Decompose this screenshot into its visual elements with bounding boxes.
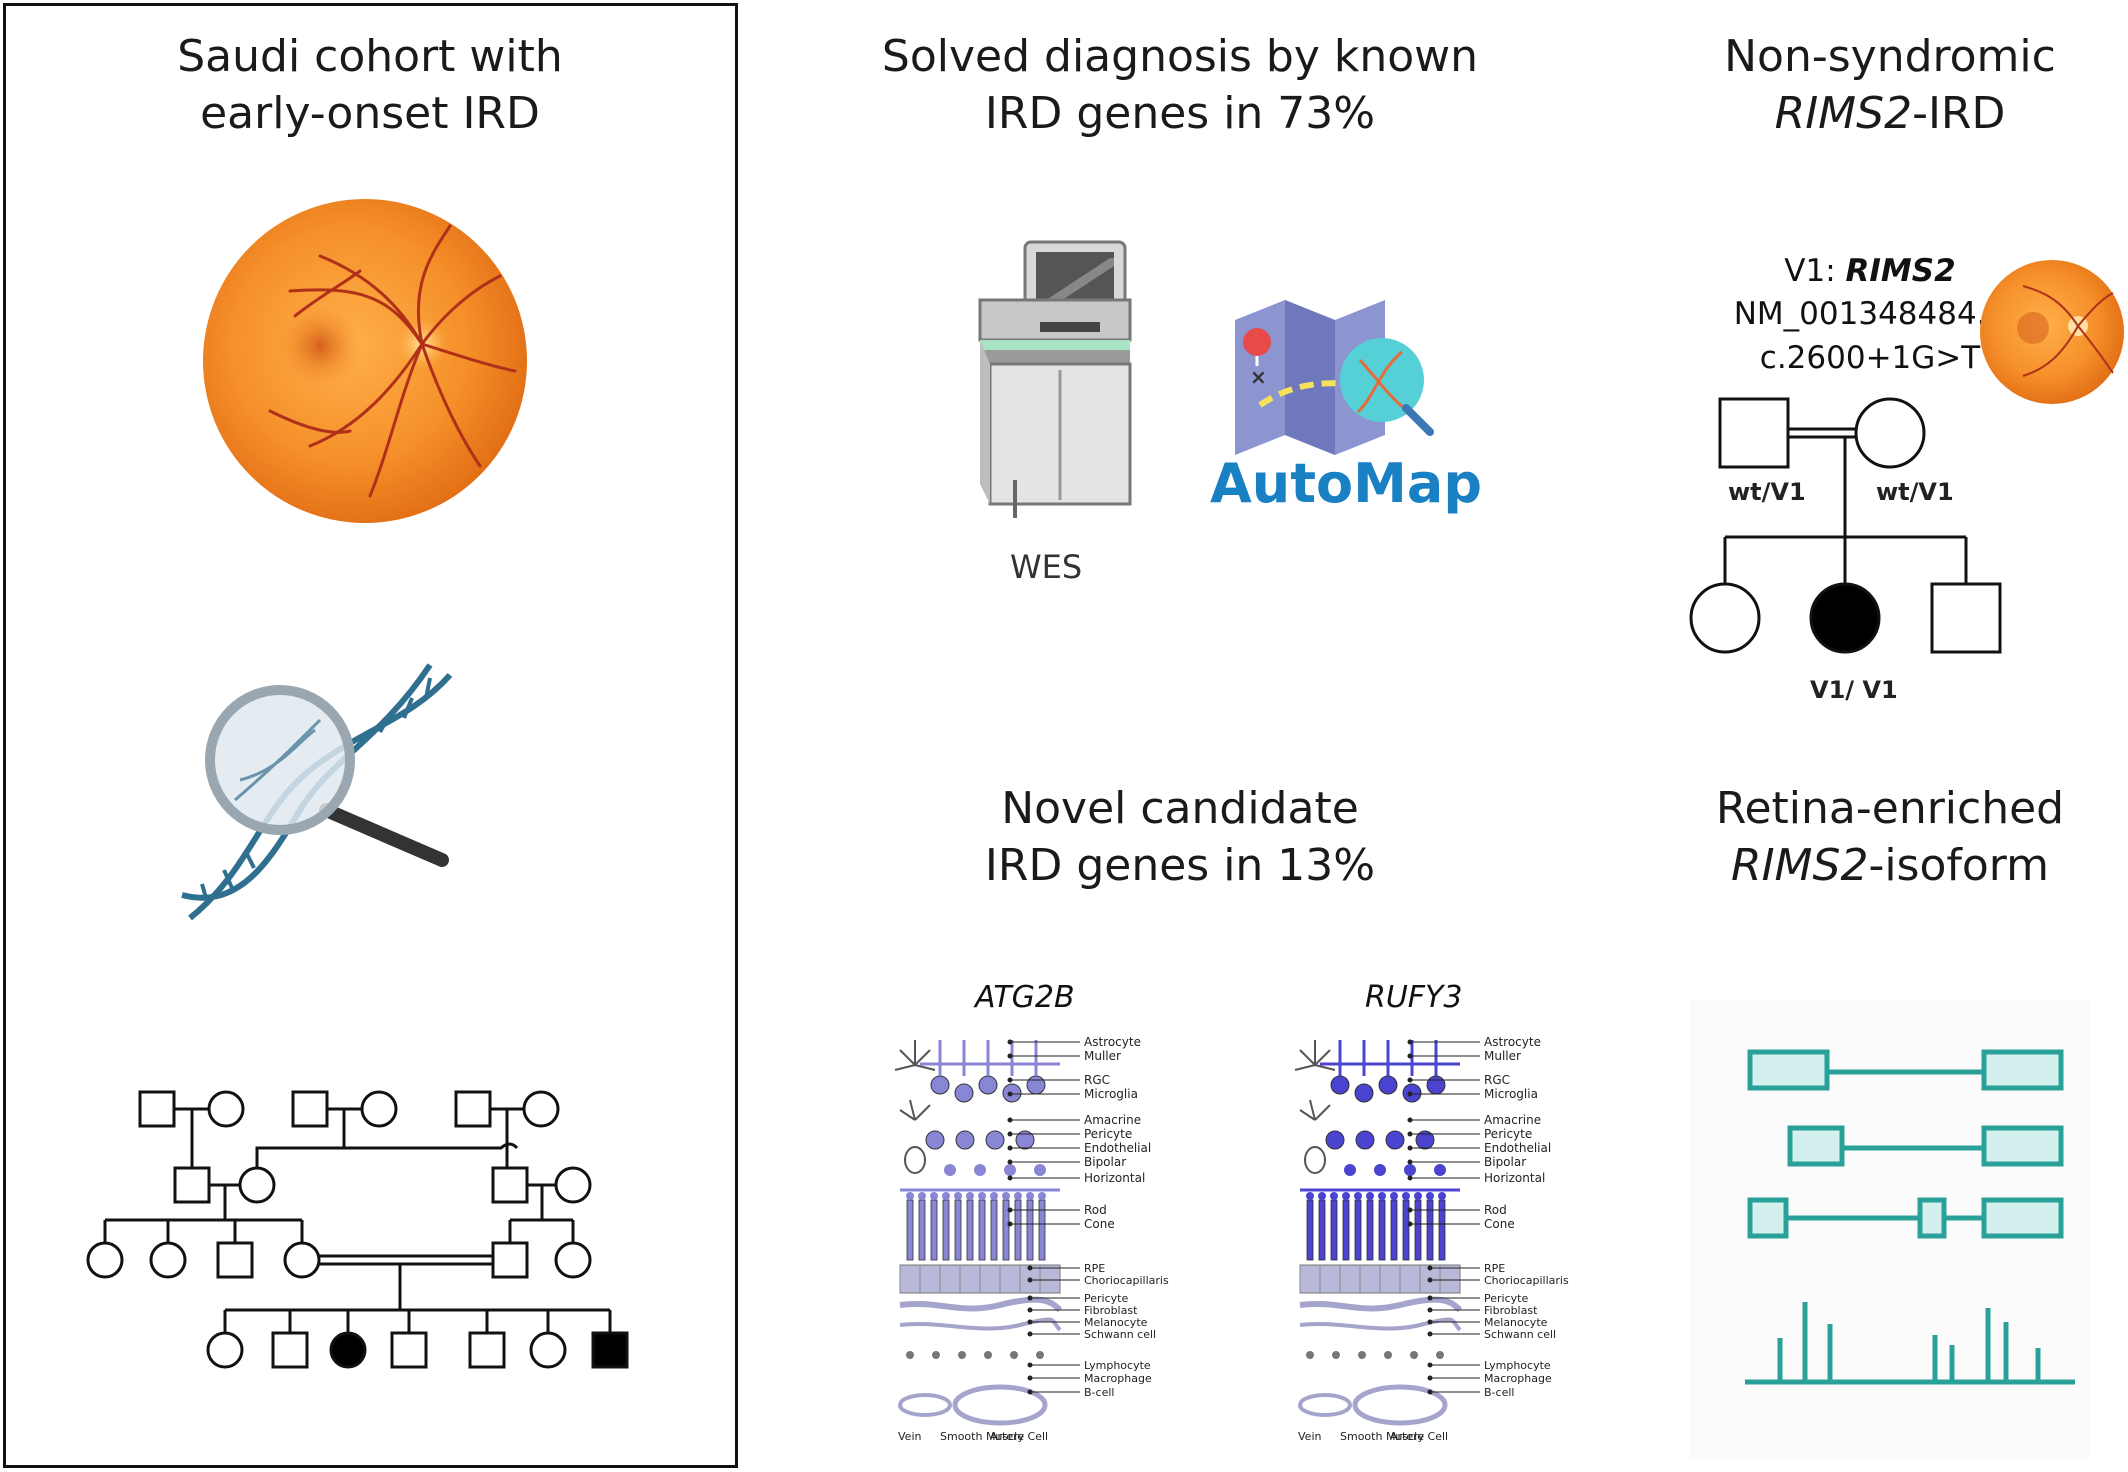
cell-type-label: Endothelial	[1084, 1141, 1151, 1155]
cell-type-label: Lymphocyte	[1484, 1359, 1551, 1372]
rims2-title: Non-syndromic RIMS2-IRD	[1680, 28, 2100, 142]
cell-type-label: Endothelial	[1484, 1141, 1551, 1155]
vessel-label: Artery	[1390, 1430, 1425, 1443]
novel-genes-title: Novel candidate IRD genes in 13%	[850, 780, 1510, 894]
automap-label: AutoMap	[1210, 452, 1482, 515]
cell-type-label: RPE	[1084, 1262, 1105, 1275]
known-genes-title: Solved diagnosis by known IRD genes in 7…	[810, 28, 1550, 142]
cohort-title-line1: Saudi cohort with	[177, 31, 563, 82]
cell-type-label: B-cell	[1084, 1386, 1114, 1399]
novel-genes-title-line1: Novel candidate	[1001, 783, 1359, 834]
vessel-label: Artery	[990, 1430, 1025, 1443]
cell-type-label: Muller	[1084, 1049, 1121, 1063]
known-genes-title-line1: Solved diagnosis by known	[881, 31, 1479, 82]
variant-description: V1: RIMS2 NM_001348484.2 c.2600+1G>T	[1680, 250, 2060, 380]
cell-type-label: Fibroblast	[1084, 1304, 1138, 1317]
cell-type-label: Cone	[1484, 1217, 1515, 1231]
cell-type-label: Horizontal	[1084, 1171, 1145, 1185]
automap-logo: × AutoMap	[1210, 300, 1482, 515]
cell-type-label: Melanocyte	[1084, 1316, 1148, 1329]
vessel-label: Vein	[1298, 1430, 1321, 1443]
cohort-title: Saudi cohort with early-onset IRD	[40, 28, 700, 142]
cohort-panel	[3, 3, 738, 1468]
cell-type-label: Choriocapillaris	[1484, 1274, 1569, 1287]
genotype-father: wt/V1	[1728, 478, 1806, 506]
vessel-label: Smooth Muscle Cell	[940, 1430, 1048, 1443]
cohort-pedigree	[86, 1090, 629, 1369]
cell-type-label: Schwann cell	[1484, 1328, 1556, 1341]
cell-type-label: Bipolar	[1484, 1155, 1526, 1169]
cell-type-label: Cone	[1084, 1217, 1115, 1231]
variant-gene: RIMS2	[1845, 253, 1956, 289]
sequencer-icon	[978, 240, 1132, 518]
cohort-title-line2: early-onset IRD	[200, 88, 540, 140]
retina-fundus-image	[203, 199, 527, 523]
novel-genes-title-line2: IRD genes in 13%	[984, 840, 1376, 892]
cell-type-label: RGC	[1484, 1073, 1510, 1087]
dna-magnifier-icon	[181, 663, 453, 921]
wes-label: WES	[1010, 548, 1083, 586]
cell-type-label: Melanocyte	[1484, 1316, 1548, 1329]
isoform-title-rest: -isoform	[1868, 840, 2049, 892]
rims2-title-rest: -IRD	[1912, 88, 2006, 140]
cell-type-label: Astrocyte	[1084, 1035, 1141, 1049]
known-genes-title-line2: IRD genes in 73%	[984, 88, 1376, 140]
genotype-affected: V1/ V1	[1810, 676, 1898, 704]
cell-type-label: Schwann cell	[1084, 1328, 1156, 1341]
cell-type-label: Microglia	[1484, 1087, 1538, 1101]
variant-prefix: V1:	[1784, 253, 1846, 289]
cell-type-label: Amacrine	[1484, 1113, 1541, 1127]
variant-transcript: NM_001348484.2	[1733, 296, 2007, 333]
genotype-mother: wt/V1	[1876, 478, 1954, 506]
gene-rufy3-label: RUFY3	[1365, 980, 1463, 1015]
cell-type-label: Pericyte	[1084, 1127, 1132, 1141]
cell-type-label: Macrophage	[1084, 1372, 1152, 1385]
cell-type-label: Rod	[1084, 1203, 1107, 1217]
variant-change: c.2600+1G>T	[1759, 339, 1981, 376]
cell-type-label: Pericyte	[1084, 1292, 1128, 1305]
cell-type-label: Macrophage	[1484, 1372, 1552, 1385]
vessel-label: Smooth Muscle Cell	[1340, 1430, 1448, 1443]
rims2-title-line1: Non-syndromic	[1724, 31, 2056, 82]
rims2-pedigree	[1689, 397, 2002, 654]
isoform-diagram	[1690, 1000, 2090, 1460]
cell-type-label: Pericyte	[1484, 1127, 1532, 1141]
cell-type-label: Pericyte	[1484, 1292, 1528, 1305]
cell-type-label: Lymphocyte	[1084, 1359, 1151, 1372]
cell-type-label: Muller	[1484, 1049, 1521, 1063]
svg-text:×: ×	[1250, 365, 1267, 389]
rims2-title-italic: RIMS2	[1774, 88, 1913, 140]
cell-type-label: Bipolar	[1084, 1155, 1126, 1169]
cell-type-label: Fibroblast	[1484, 1304, 1538, 1317]
cell-type-label: Rod	[1484, 1203, 1507, 1217]
cell-type-label: Amacrine	[1084, 1113, 1141, 1127]
cell-type-label: Choriocapillaris	[1084, 1274, 1169, 1287]
cell-type-label: RPE	[1484, 1262, 1505, 1275]
retina-cells-atg2b-diagram: AstrocyteMullerRGCMicrogliaAmacrinePeric…	[894, 1035, 1169, 1443]
cell-type-label: Horizontal	[1484, 1171, 1545, 1185]
gene-atg2b-label: ATG2B	[975, 980, 1075, 1015]
isoform-title-line1: Retina-enriched	[1715, 783, 2065, 834]
retina-fundus-small-image	[1980, 260, 2124, 404]
isoform-title-italic: RIMS2	[1731, 840, 1869, 892]
isoform-title: Retina-enriched RIMS2-isoform	[1680, 780, 2100, 894]
vessel-label: Vein	[898, 1430, 921, 1443]
cell-type-label: RGC	[1084, 1073, 1110, 1087]
cell-type-label: Astrocyte	[1484, 1035, 1541, 1049]
cell-type-label: Microglia	[1084, 1087, 1138, 1101]
cell-type-label: B-cell	[1484, 1386, 1514, 1399]
retina-cells-rufy3-diagram: AstrocyteMullerRGCMicrogliaAmacrinePeric…	[1294, 1035, 1569, 1443]
